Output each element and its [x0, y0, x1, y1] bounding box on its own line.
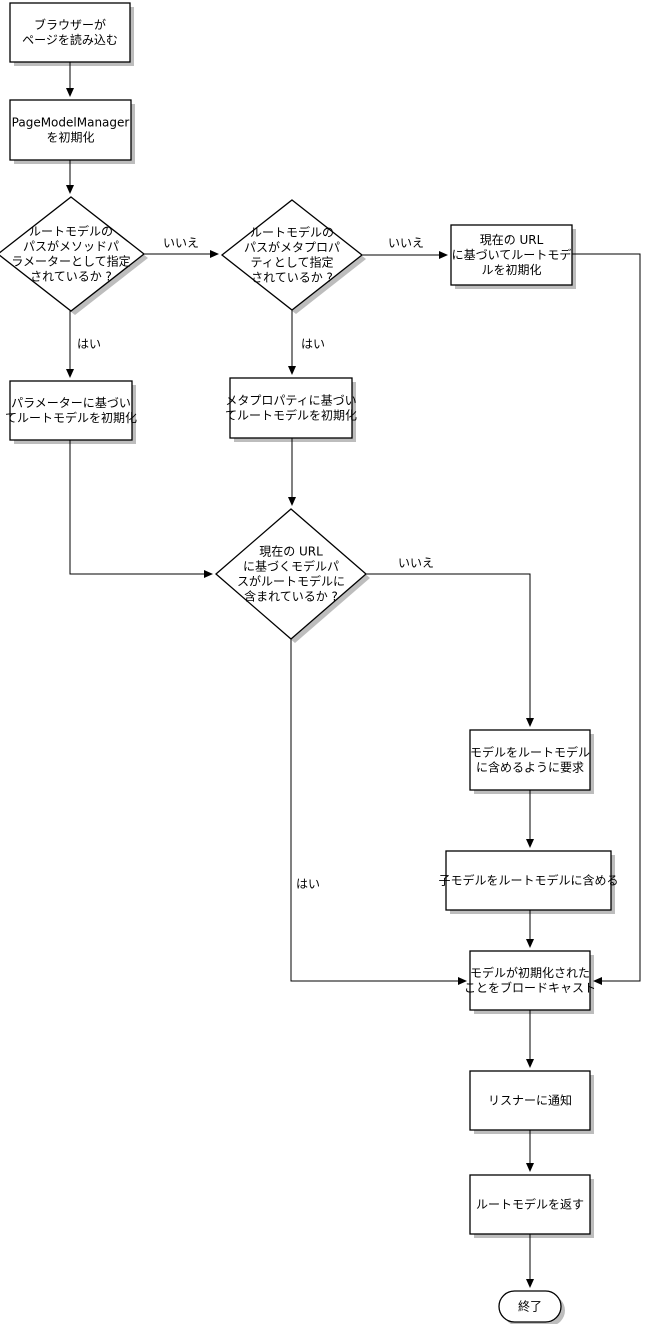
- url-to-broadcast-line: [572, 253, 641, 985]
- node-include-child-model: 子モデルをルートモデルに含める: [438, 850, 619, 914]
- edge-decision1-no: いいえ: [144, 236, 219, 258]
- init-root-model-from-url-text: 現在の URL: [480, 233, 544, 247]
- edge-param-to-decision3: [69, 440, 213, 578]
- decision3-no-label: いいえ: [398, 556, 434, 570]
- decision-model-path-in-root-text: スがルートモデルに: [237, 574, 345, 589]
- init-root-model-from-param-text: パラメーターに基づい: [11, 396, 131, 410]
- decision-path-meta-prop-text: されているか ?: [251, 271, 333, 285]
- node-return-root-model: ルートモデルを返す: [469, 1174, 594, 1238]
- include-child-model-shape: [445, 850, 612, 911]
- decision-model-path-in-root-text: 含まれているか ?: [244, 589, 338, 604]
- request-include-model-text: に含めるように要求: [476, 760, 584, 775]
- notify-listeners-text: リスナーに通知: [488, 1094, 572, 1108]
- decision2-yes-label: はい: [301, 337, 325, 351]
- browser-loads-page-text: ページを読み込む: [22, 32, 118, 47]
- decision3-no-line: [366, 573, 534, 727]
- broadcast-model-initialized-text: ことをブロードキャスト: [464, 980, 596, 995]
- init-root-model-from-meta-prop-text: てルートモデルを初期化: [225, 408, 357, 423]
- return-root-model-text: ルートモデルを返す: [476, 1197, 584, 1212]
- init-root-model-from-param-shape: [9, 380, 133, 441]
- decision-path-meta-prop-text: ルートモデルの: [250, 225, 334, 240]
- end-terminator-text: 終了: [518, 1299, 542, 1314]
- decision3-yes-line: [290, 639, 467, 985]
- decision-model-path-in-root-text: に基づくモデルパ: [243, 559, 339, 574]
- node-notify-listeners: リスナーに通知: [469, 1070, 594, 1134]
- node-end-terminator: 終了: [498, 1290, 565, 1324]
- init-root-model-from-url-text: ルを初期化: [481, 263, 541, 277]
- broadcast-model-initialized-text: モデルが初期化された: [470, 965, 590, 980]
- decision-path-method-param-text: ラメーターとして指定: [11, 254, 130, 269]
- edge-url-to-broadcast: [572, 253, 641, 985]
- init-root-model-from-param-text: てルートモデルを初期化: [5, 410, 137, 425]
- decision-path-method-param-text: パスがメソッドパ: [23, 239, 119, 254]
- init-page-model-manager-text: PageModelManager: [12, 116, 130, 130]
- edge-decision2-no: いいえ: [362, 236, 448, 259]
- browser-loads-page-text: ブラウザーが: [34, 17, 106, 32]
- param-to-decision3-line: [69, 440, 213, 578]
- edge-decision1-yes: はい: [66, 311, 101, 378]
- decision-path-method-param-text: ルートモデルの: [29, 224, 113, 239]
- decision-path-meta-prop-text: ティとして指定: [251, 255, 334, 270]
- init-root-model-from-url-text: に基づいてルートモデ: [452, 247, 572, 262]
- edge-decision2-yes: はい: [288, 310, 325, 375]
- decision1-yes-label: はい: [77, 337, 101, 351]
- request-include-model-text: モデルをルートモデル: [470, 745, 590, 760]
- init-root-model-from-url-shape: [450, 224, 573, 286]
- init-root-model-from-meta-prop-shape: [229, 377, 353, 439]
- init-root-model-from-meta-prop-text: メタプロパティに基づい: [225, 394, 356, 408]
- init-page-model-manager-text: を初期化: [46, 131, 94, 145]
- decision1-no-label: いいえ: [163, 236, 199, 250]
- broadcast-model-initialized-shape: [469, 950, 591, 1011]
- decision3-yes-label: はい: [296, 877, 320, 891]
- edge-decision3-yes: はい: [290, 639, 467, 985]
- include-child-model-text: 子モデルをルートモデルに含める: [438, 873, 618, 888]
- decision-path-method-param-text: されているか ?: [30, 270, 112, 284]
- return-root-model-shape: [469, 1174, 591, 1235]
- notify-listeners-shape: [469, 1070, 591, 1131]
- decision-path-meta-prop-text: パスがメタプロパ: [244, 240, 340, 255]
- end-terminator-shape: [498, 1290, 562, 1323]
- decision-model-path-in-root-text: 現在の URL: [259, 545, 323, 559]
- decision-path-method-param-shape: [0, 196, 146, 312]
- edge-decision3-no: いいえ: [366, 556, 534, 727]
- decision2-no-label: いいえ: [388, 236, 424, 250]
- request-include-model-shape: [469, 729, 591, 791]
